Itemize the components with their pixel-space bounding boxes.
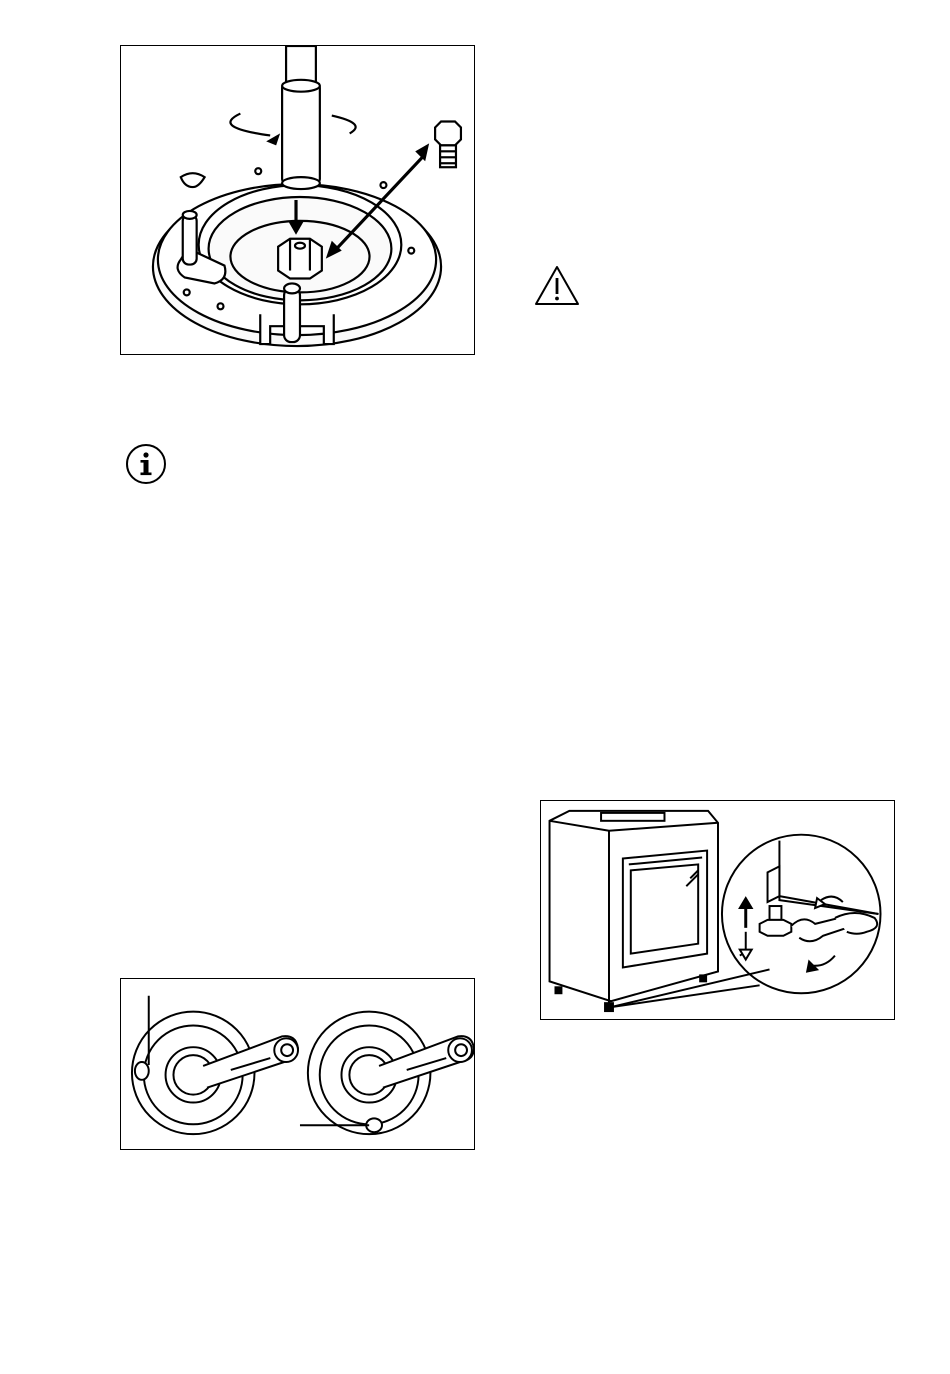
warning-icon	[533, 264, 581, 308]
thermocouple-position-figure	[120, 978, 475, 1150]
burner-injector-illustration	[121, 46, 474, 354]
thermocouple-position-illustration	[121, 979, 474, 1149]
burner-injector-figure	[120, 45, 475, 355]
info-icon	[125, 443, 167, 485]
leveling-feet-illustration	[541, 801, 894, 1019]
leveling-feet-figure	[540, 800, 895, 1020]
